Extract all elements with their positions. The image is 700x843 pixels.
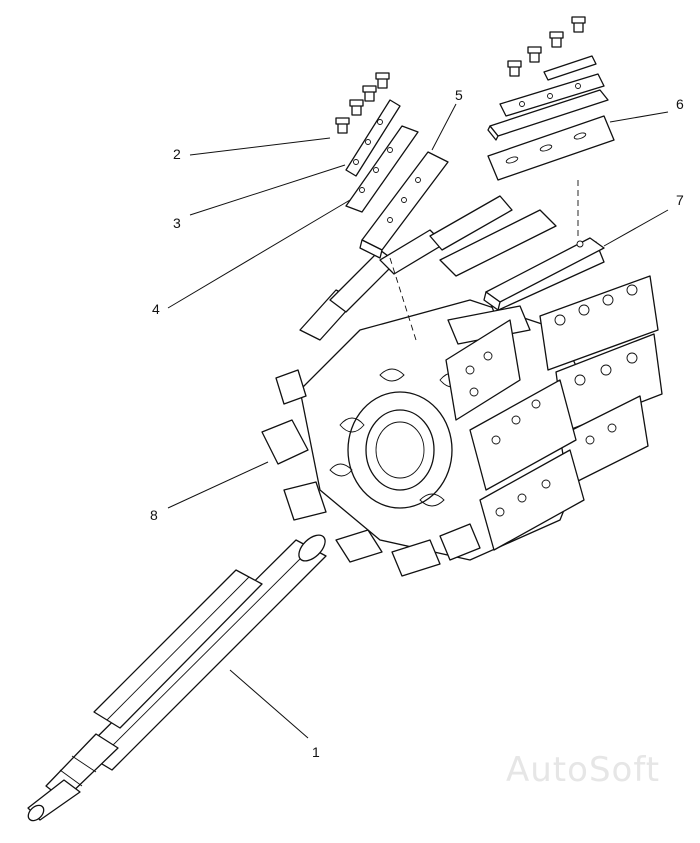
- watermark: AutoSoft: [506, 750, 661, 790]
- shaft: [27, 534, 327, 822]
- callout-6: 6: [676, 96, 684, 112]
- callout-2: 2: [173, 146, 181, 162]
- callout-4: 4: [152, 301, 160, 317]
- bolts-left: [335, 72, 390, 134]
- callout-8: 8: [150, 507, 158, 523]
- left-knife-holders: [261, 195, 557, 577]
- clamp-plate-left: [345, 99, 401, 177]
- knife-left: [345, 125, 419, 213]
- callout-3: 3: [173, 215, 181, 231]
- callout-5: 5: [455, 87, 463, 103]
- callout-7: 7: [676, 192, 684, 208]
- clamp-plate-right: [499, 55, 605, 117]
- bolts-right: [507, 16, 586, 77]
- knife-holder-right: [483, 237, 605, 311]
- callout-1: 1: [312, 744, 320, 760]
- knife-right: [487, 115, 615, 181]
- plate-right: [487, 89, 609, 141]
- leader-lines: [167, 103, 669, 739]
- knife-holder-left: [359, 151, 449, 259]
